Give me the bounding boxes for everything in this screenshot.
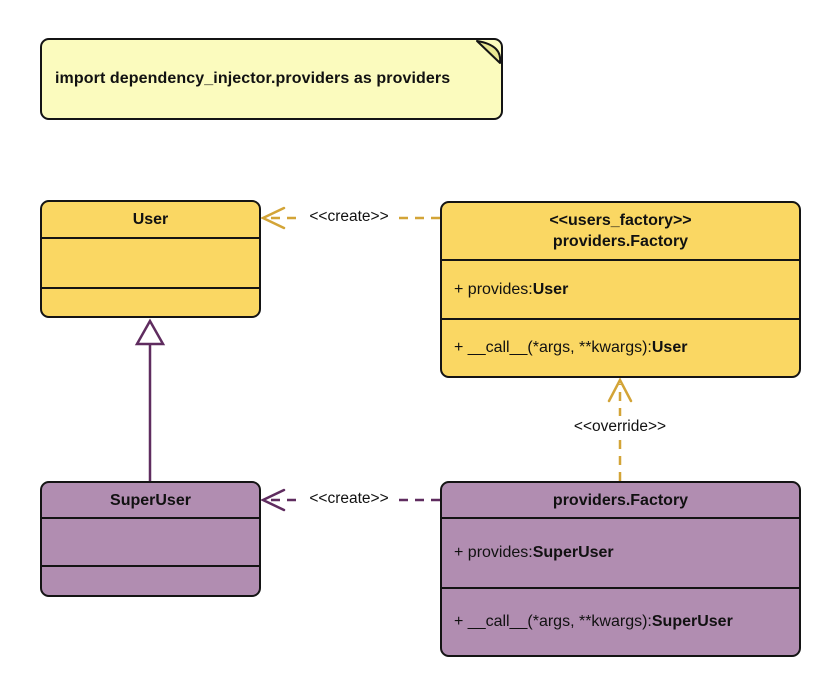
class-super-users-factory: providers.Factory + provides: SuperUser … [440, 481, 801, 657]
class-users-factory-provides: + provides: User [442, 259, 799, 318]
class-user-methods-compartment [42, 287, 259, 316]
class-users-factory: <<users_factory>> providers.Factory + pr… [440, 201, 801, 378]
class-superuser: SuperUser [40, 481, 261, 597]
class-user: User [40, 200, 261, 318]
class-users-factory-call: + __call__(*args, **kwargs): User [442, 318, 799, 376]
class-super-users-factory-provides: + provides: SuperUser [442, 517, 799, 587]
note-fold-corner-icon [476, 40, 502, 64]
class-user-name: User [132, 211, 169, 228]
provides-label: + provides: [454, 544, 533, 561]
class-superuser-name: SuperUser [110, 491, 191, 509]
create-user-arrowhead-icon [260, 206, 286, 230]
call-label: + __call__(*args, **kwargs): [454, 339, 652, 356]
class-users-factory-title: <<users_factory>> providers.Factory [442, 203, 799, 259]
class-user-fields-compartment [42, 237, 259, 287]
class-super-users-factory-name: providers.Factory [552, 491, 689, 509]
create-user-edge-label: <<create>> [301, 206, 397, 228]
override-arrowhead-icon [607, 377, 633, 403]
inheritance-triangle-icon [134, 318, 166, 346]
call-type: SuperUser [651, 613, 733, 630]
call-type: User [651, 339, 688, 356]
call-label: + __call__(*args, **kwargs): [454, 613, 652, 630]
class-user-title: User [42, 202, 259, 237]
import-note: import dependency_injector.providers as … [40, 38, 503, 120]
class-superuser-fields-compartment [42, 517, 259, 565]
note-text: import dependency_injector.providers as … [55, 70, 451, 87]
provides-type: SuperUser [532, 544, 614, 561]
override-edge-label: <<override>> [564, 416, 676, 438]
class-users-factory-stereotype: <<users_factory>> [549, 212, 692, 229]
create-superuser-edge-label: <<create>> [301, 488, 397, 510]
class-super-users-factory-title: providers.Factory [442, 483, 799, 517]
provides-type: User [532, 280, 569, 298]
create-superuser-arrowhead-icon [260, 488, 286, 512]
class-superuser-title: SuperUser [42, 483, 259, 517]
provides-label: + provides: [454, 280, 533, 298]
class-superuser-methods-compartment [42, 565, 259, 595]
class-super-users-factory-call: + __call__(*args, **kwargs): SuperUser [442, 587, 799, 655]
class-users-factory-name: providers.Factory [552, 233, 689, 250]
